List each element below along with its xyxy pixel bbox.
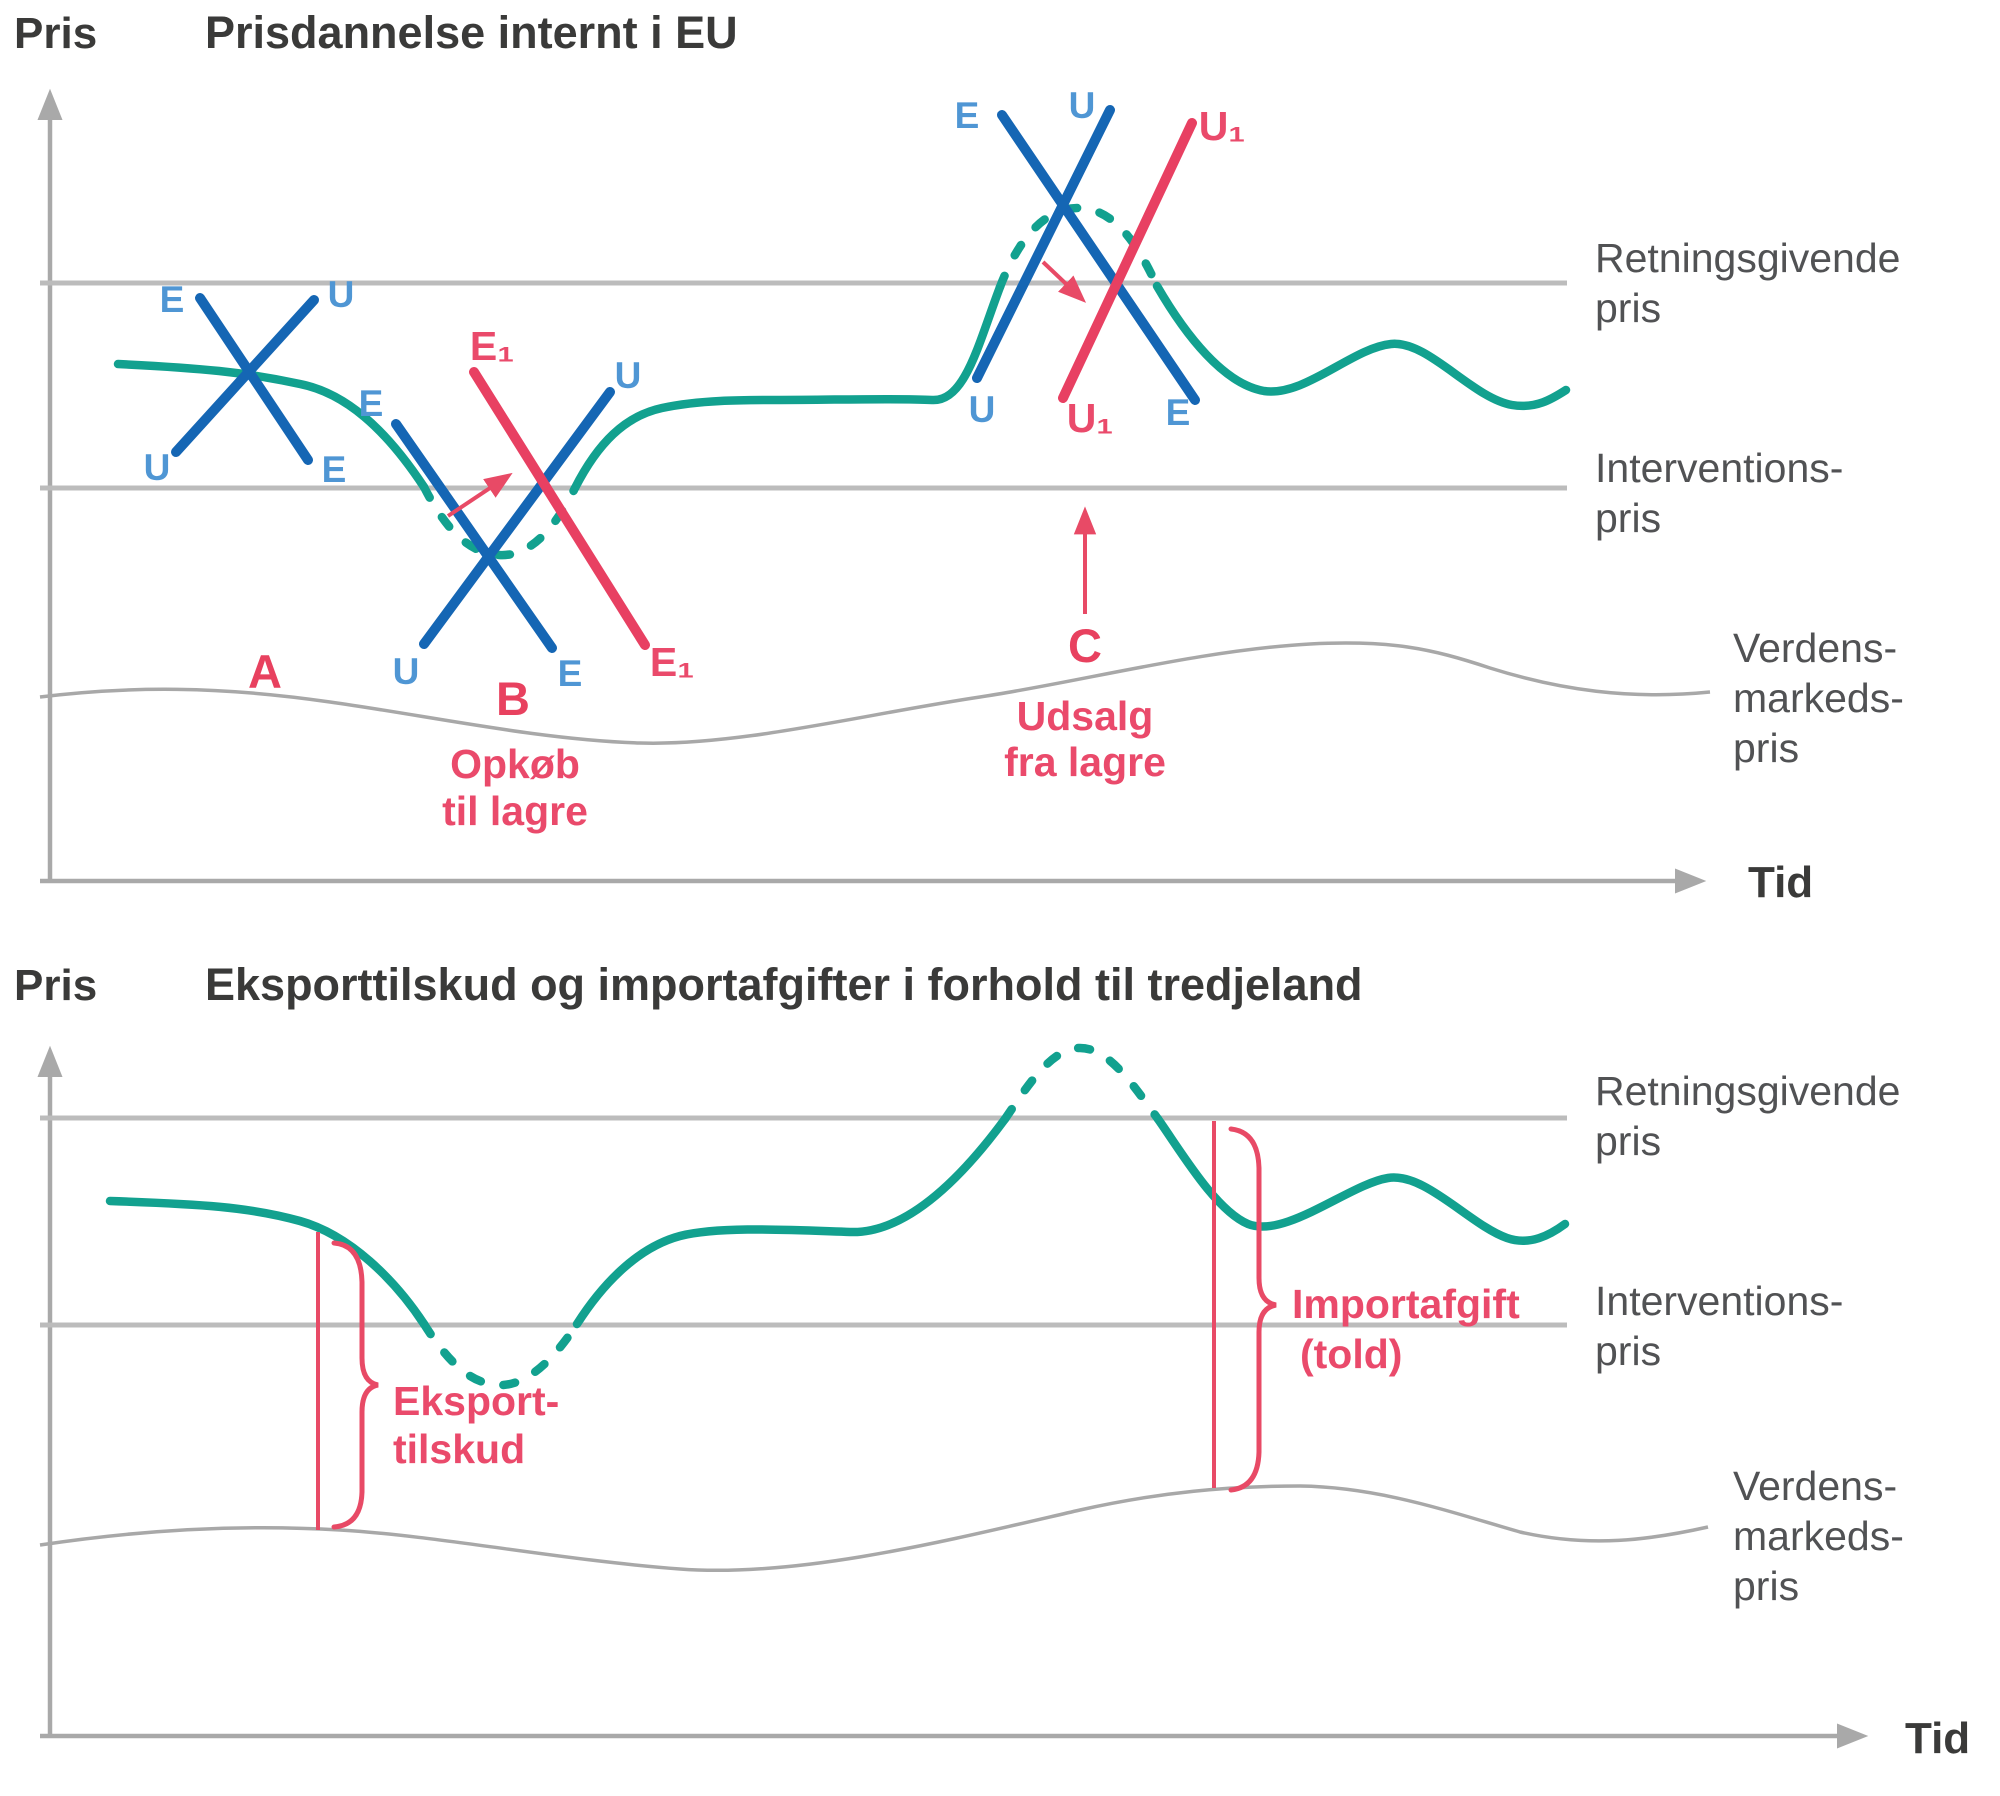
eu-price-curve-segment xyxy=(113,359,429,492)
guide-price-label: pris xyxy=(1595,1118,1661,1164)
top-chart-title: Prisdannelse internt i EU xyxy=(205,7,738,58)
import-levy-label: (told) xyxy=(1300,1331,1402,1377)
eu-price-curve-dashed-dip xyxy=(419,1319,582,1390)
supply-line-e xyxy=(195,293,313,465)
import-levy-brace xyxy=(1228,1126,1277,1493)
eu-price-curve-dashed-peak xyxy=(1000,1043,1163,1124)
intervention-price-label: Interventions- xyxy=(1595,1278,1843,1324)
world-market-price-label: Verdens- xyxy=(1733,1463,1897,1509)
eu-price-curve-segment xyxy=(570,282,1005,493)
guide-price-label: pris xyxy=(1595,285,1661,331)
sale-from-stock-caption: Udsalg xyxy=(1017,693,1154,739)
export-subsidy-annotation: Eksport- tilskud xyxy=(316,1232,559,1530)
import-levy-annotation: Importafgift (told) xyxy=(1212,1121,1520,1493)
world-market-price-label: markeds- xyxy=(1733,675,1904,721)
buy-to-stock-caption: til lagre xyxy=(442,788,588,834)
sale-from-stock-caption: fra lagre xyxy=(1004,739,1166,785)
supply-label-e: E xyxy=(558,653,583,694)
supply-label-e: E xyxy=(1166,392,1191,433)
shift-arrow xyxy=(446,472,513,518)
demand-line-u xyxy=(171,295,319,457)
bottom-chart-title: Eksporttilskud og importafgifter i forho… xyxy=(205,959,1363,1010)
bottom-price-axis-label: Pris xyxy=(14,961,97,1010)
phase-marker-a: A xyxy=(248,645,282,698)
guide-price-label: Retningsgivende xyxy=(1595,235,1900,281)
import-levy-label: Importafgift xyxy=(1292,1281,1520,1327)
demand-label-u: U xyxy=(969,389,996,430)
top-chart: Pris Prisdannelse internt i EU Tid E U U… xyxy=(14,7,1904,907)
world-market-price-label: markeds- xyxy=(1733,1513,1904,1559)
supply-demand-cross-a: E U U E xyxy=(144,274,355,490)
buy-to-stock-caption: Opkøb xyxy=(450,741,580,787)
intervention-price-label: pris xyxy=(1595,495,1661,541)
guide-price-label: Retningsgivende xyxy=(1595,1068,1900,1114)
demand-line-u xyxy=(972,105,1115,383)
eu-price-curve-segment xyxy=(105,1196,429,1329)
shifted-supply-label-e1: E₁ xyxy=(650,639,694,685)
eu-price-curve-segment xyxy=(1152,281,1571,411)
bottom-time-axis-label: Tid xyxy=(1905,1714,1970,1763)
phase-marker-c: C xyxy=(1068,619,1102,672)
demand-label-u: U xyxy=(328,274,355,315)
demand-label-u: U xyxy=(615,355,642,396)
eu-price-curve-dashed-dip xyxy=(419,482,580,560)
bottom-world-market-curve xyxy=(39,1484,1709,1573)
shifted-supply-label-e1: E₁ xyxy=(470,323,514,369)
eu-price-curve-dashed-peak xyxy=(995,203,1162,292)
export-subsidy-label: Eksport- xyxy=(393,1378,559,1424)
world-market-price-label: Verdens- xyxy=(1733,625,1897,671)
world-market-price-label: pris xyxy=(1733,1563,1799,1609)
shifted-demand-line-u1 xyxy=(1058,118,1197,403)
supply-demand-cross-c: E U U₁ U U₁ E xyxy=(955,85,1246,441)
supply-demand-cross-b: E E₁ U U E E₁ xyxy=(359,323,695,694)
shifted-demand-label-u1: U₁ xyxy=(1067,395,1114,441)
supply-line-e xyxy=(391,419,557,653)
export-subsidy-brace xyxy=(331,1240,379,1530)
shifted-demand-label-u1: U₁ xyxy=(1199,103,1246,149)
top-world-market-curve xyxy=(39,641,1711,745)
shifted-supply-line-e1 xyxy=(469,367,650,650)
intervention-price-label: Interventions- xyxy=(1595,445,1843,491)
shift-arrow xyxy=(1041,260,1087,303)
intervention-price-label: pris xyxy=(1595,1328,1661,1374)
supply-line-e xyxy=(997,110,1200,405)
demand-label-u: U xyxy=(1069,85,1096,126)
eu-price-curve-segment xyxy=(572,1114,1010,1329)
demand-label-u: U xyxy=(144,447,171,488)
bottom-chart: Pris Eksporttilskud og importafgifter i … xyxy=(14,959,1970,1763)
supply-label-e: E xyxy=(359,383,384,424)
demand-label-u: U xyxy=(393,651,420,692)
supply-label-e: E xyxy=(322,449,347,490)
phase-marker-b: B xyxy=(496,672,530,725)
top-time-axis-label: Tid xyxy=(1748,858,1813,907)
world-market-price-label: pris xyxy=(1733,725,1799,771)
eu-price-curve-segment xyxy=(1153,1114,1570,1245)
top-price-axis-label: Pris xyxy=(14,9,97,58)
demand-line-u xyxy=(419,387,615,649)
supply-label-e: E xyxy=(160,279,185,320)
supply-label-e: E xyxy=(955,95,980,136)
export-subsidy-label: tilskud xyxy=(393,1426,525,1472)
